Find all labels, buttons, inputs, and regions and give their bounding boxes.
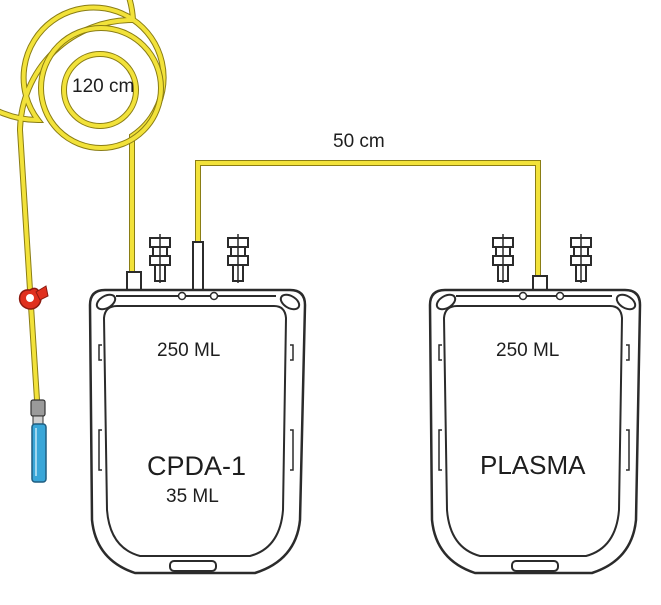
bag-plasma-volume: 250 ML	[496, 340, 560, 361]
bag-cpda-anticoagulant-volume: 35 ML	[166, 486, 219, 507]
needle-cap-icon	[30, 399, 47, 483]
primary-tubing	[0, 0, 167, 401]
roller-clamp-icon	[18, 285, 49, 310]
transfer-tubing	[195, 160, 541, 280]
bag-cpda-name: CPDA-1	[147, 451, 247, 481]
bag-cpda-volume: 250 ML	[157, 340, 221, 361]
transfer-tubing-length-label: 50 cm	[333, 131, 385, 152]
bag-cpda-ports	[126, 233, 249, 295]
bag-plasma-name: PLASMA	[480, 450, 586, 480]
primary-tubing-length-label: 120 cm	[72, 76, 135, 97]
bag-cpda	[88, 233, 307, 575]
bag-plasma	[428, 233, 642, 575]
